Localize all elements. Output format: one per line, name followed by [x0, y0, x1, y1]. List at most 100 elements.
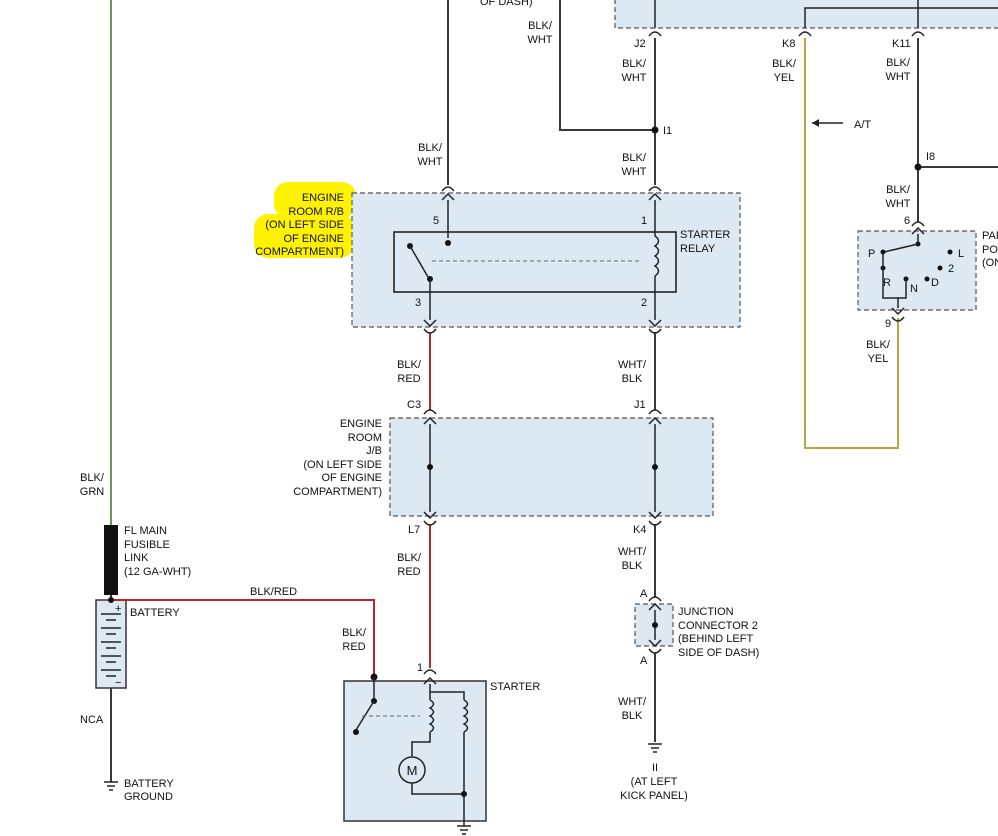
label-blk-red-3a: BLK/	[342, 627, 367, 639]
battery-minus-sign: −	[115, 677, 121, 689]
ground-symbols	[104, 743, 662, 835]
connector-k8: K8	[782, 38, 795, 50]
fl-main-label-4: (12 GA-WHT)	[124, 566, 191, 578]
label-wht-blk-1a: WHT/	[618, 359, 647, 371]
pnp-label-3: (ON	[982, 257, 998, 269]
label-wht-blk-3a: WHT/	[618, 696, 647, 708]
rb-label-2: ROOM R/B	[288, 206, 344, 218]
connector-symbols	[423, 31, 925, 685]
top-box-k8-line	[804, 7, 998, 28]
battery-cells	[101, 613, 121, 677]
jb-label-4: (ON LEFT SIDE	[303, 459, 382, 471]
label-blk-yel-1b: YEL	[774, 72, 795, 84]
connector-k11: K11	[892, 38, 911, 50]
gear-r: R	[883, 277, 891, 289]
starter-relay-body	[393, 231, 677, 293]
connector-i8: I8	[926, 151, 935, 163]
pin-starter-1: 1	[417, 662, 423, 674]
starter-relay-label-1: STARTER	[680, 229, 730, 241]
starter-box	[343, 680, 487, 822]
pin-6: 6	[904, 215, 910, 227]
connector-a-top: A	[640, 588, 648, 600]
label-blk-red-2b: RED	[397, 566, 420, 578]
battery-positive-terminal	[108, 597, 114, 603]
battery-box	[95, 599, 127, 689]
jb-label-2: ROOM	[348, 432, 382, 444]
motor-label: M	[407, 763, 418, 778]
label-blk-yel-2b: YEL	[868, 353, 889, 365]
label-blk-red-1a: BLK/	[397, 359, 422, 371]
battery-label: BATTERY	[130, 607, 180, 619]
park-neutral-internals	[880, 234, 953, 308]
starter-relay-internals	[407, 200, 660, 320]
label-blk-wht-2a: BLK/	[622, 58, 647, 70]
rb-label-4: OF ENGINE	[283, 233, 344, 245]
label-blk-red-1b: RED	[397, 373, 420, 385]
junction-label-3: (BEHIND LEFT	[678, 633, 753, 645]
starter-relay-label-2: RELAY	[680, 243, 716, 255]
jb-label-5: OF ENGINE	[321, 472, 382, 484]
engine-room-rb-box	[351, 192, 741, 328]
splice-i1	[651, 126, 659, 134]
gear-p: P	[868, 248, 875, 260]
gear-l: L	[958, 248, 964, 260]
fl-main-label-2: FUSIBLE	[124, 539, 170, 551]
pin-5: 5	[433, 215, 439, 227]
battery-ground-label-2: GROUND	[124, 791, 173, 803]
label-blk-grn-b: GRN	[80, 486, 105, 498]
label-blk-wht-5a: BLK/	[622, 152, 647, 164]
kick-panel-label-1: (AT LEFT	[631, 776, 678, 788]
connector-i1: I1	[663, 125, 672, 137]
junction-label-4: SIDE OF DASH)	[678, 647, 759, 659]
kick-panel-label-2: KICK PANEL)	[620, 790, 688, 802]
pnp-label-2: PO	[982, 244, 998, 256]
battery-ground-label-1: BATTERY	[124, 778, 174, 790]
label-wht-blk-3b: BLK	[622, 710, 643, 722]
pin-9: 9	[885, 318, 891, 330]
starter-label: STARTER	[490, 681, 540, 693]
fusible-link-element	[104, 525, 118, 595]
label-blk-grn-a: BLK/	[80, 472, 105, 484]
label-wht-blk-1b: BLK	[622, 373, 643, 385]
label-highlight	[254, 182, 356, 258]
fl-main-label-3: LINK	[124, 552, 149, 564]
label-blk-red-2a: BLK/	[397, 552, 422, 564]
label-blk-yel-1a: BLK/	[772, 58, 797, 70]
label-blk-wht-5b: WHT	[621, 166, 646, 178]
rb-label-5: COMPARTMENT)	[255, 246, 344, 258]
fl-main-label-1: FL MAIN	[124, 525, 167, 537]
engine-room-jb-box	[389, 417, 714, 517]
connector-j2: J2	[634, 38, 646, 50]
label-blk-wht-6a: BLK/	[886, 184, 911, 196]
label-blk-red-horizontal: BLK/RED	[250, 586, 297, 598]
jb-internals	[427, 424, 658, 512]
label-blk-wht-4b: WHT	[417, 156, 442, 168]
pin-1: 1	[641, 215, 647, 227]
pin-3: 3	[415, 297, 421, 309]
label-top-cut: OF DASH)	[480, 0, 533, 8]
connector-a-bottom: A	[640, 655, 648, 667]
label-at: A/T	[854, 119, 871, 131]
wire-blk-red-battery	[111, 599, 375, 677]
jb-label-6: COMPARTMENT)	[293, 486, 382, 498]
wire-blk-wht-i1	[559, 0, 655, 131]
junction-label-1: JUNCTION	[678, 606, 734, 618]
rb-label-1: ENGINE	[302, 192, 344, 204]
rb-label-3: (ON LEFT SIDE	[265, 219, 344, 231]
label-blk-wht-4a: BLK/	[418, 142, 443, 154]
ground-ii-label: II	[652, 762, 658, 774]
label-blk-yel-2a: BLK/	[866, 339, 891, 351]
label-blk-wht-6b: WHT	[885, 198, 910, 210]
connector-c3: C3	[407, 399, 421, 411]
wire-blk-yel	[804, 38, 899, 449]
label-blk-wht-3b: WHT	[885, 71, 910, 83]
pin-2: 2	[641, 297, 647, 309]
jb-label-3: J/B	[366, 445, 382, 457]
label-nca: NCA	[80, 714, 104, 726]
label-blk-wht-2b: WHT	[621, 72, 646, 84]
starter-internals	[353, 673, 469, 821]
connector-j1: J1	[634, 399, 646, 411]
pnp-label-1: PAR	[982, 230, 998, 242]
label-blk-red-3b: RED	[342, 641, 365, 653]
